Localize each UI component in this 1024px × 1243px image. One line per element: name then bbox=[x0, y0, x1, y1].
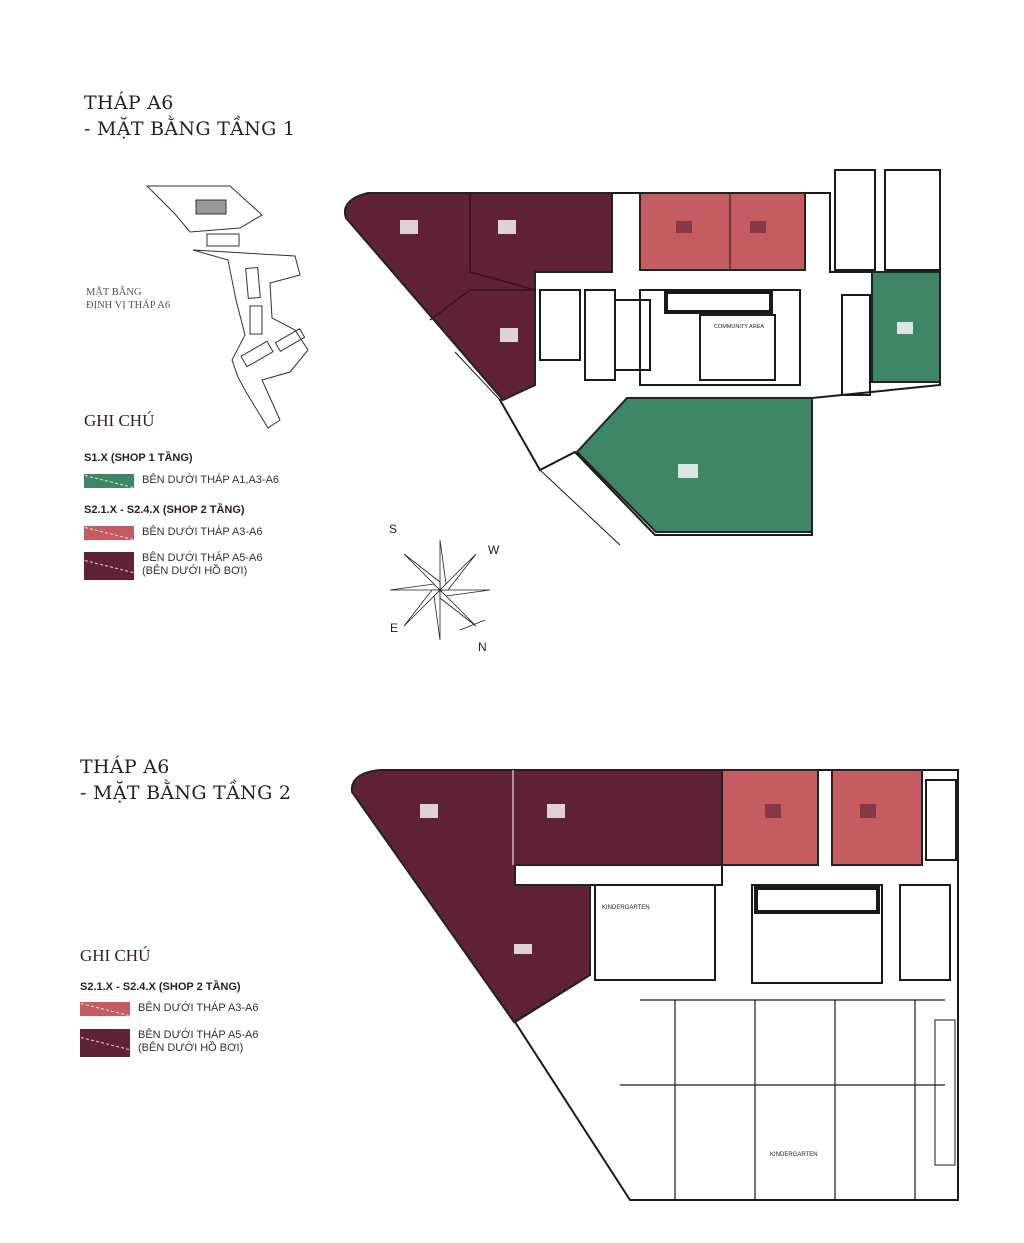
legend-item: BÊN DƯỚI THÁP A5-A6 (BÊN DƯỚI HỒ BƠI) bbox=[84, 552, 263, 580]
legend-swatch-maroon bbox=[80, 1029, 130, 1057]
compass-s: S bbox=[389, 522, 398, 536]
floor1-title-line1: THÁP A6 bbox=[84, 92, 174, 114]
locator-map bbox=[145, 185, 309, 429]
legend-group-title: S2.1.X - S2.4.X (SHOP 2 TẦNG) bbox=[84, 504, 245, 516]
floor1-title: THÁP A6 - MẶT BẰNG TẦNG 1 bbox=[84, 90, 295, 142]
shop-zone-pink-floor2 bbox=[721, 769, 923, 866]
legend-group-title: S1.X (SHOP 1 TẦNG) bbox=[84, 452, 193, 464]
floor1-title-line2: - MẶT BẰNG TẦNG 1 bbox=[84, 118, 296, 140]
floor2-title: THÁP A6 - MẶT BẰNG TẦNG 2 bbox=[80, 754, 291, 806]
floor2-plan: KINDERGARTEN KINDERGARTEN bbox=[350, 769, 959, 1201]
locator-label: MẶT BẰNG ĐỊNH VỊ THÁP A6 bbox=[86, 286, 170, 312]
shop-zone-maroon bbox=[344, 192, 613, 402]
locator-label-line1: MẶT BẰNG bbox=[86, 287, 142, 298]
legend-item: BÊN DƯỚI THÁP A3-A6 bbox=[80, 1002, 259, 1016]
legend-swatch-maroon bbox=[84, 552, 134, 580]
legend-label: BÊN DƯỚI THÁP A5-A6 (BÊN DƯỚI HỒ BƠI) bbox=[138, 1029, 259, 1055]
community-area-label: COMMUNITY AREA bbox=[714, 324, 764, 330]
floor1-plan: COMMUNITY AREA bbox=[344, 169, 941, 546]
locator-label-line2: ĐỊNH VỊ THÁP A6 bbox=[86, 300, 171, 311]
legend-item: BÊN DƯỚI THÁP A5-A6 (BÊN DƯỚI HỒ BƠI) bbox=[80, 1029, 259, 1057]
legend-label-line1: BÊN DƯỚI THÁP A5-A6 bbox=[138, 1029, 259, 1041]
legend-swatch-pink bbox=[84, 526, 134, 540]
floor1-legend-heading: GHI CHÚ bbox=[84, 411, 155, 430]
shop-zone-maroon-floor2 bbox=[350, 769, 723, 1024]
legend-swatch-green bbox=[84, 474, 134, 488]
kindergarten-label-2: KINDERGARTEN bbox=[770, 1152, 818, 1158]
legend-label: BÊN DƯỚI THÁP A3-A6 bbox=[138, 1002, 259, 1014]
legend-label: BÊN DƯỚI THÁP A5-A6 (BÊN DƯỚI HỒ BƠI) bbox=[142, 552, 263, 578]
compass-w: W bbox=[488, 543, 500, 557]
floor2-title-line2: - MẶT BẰNG TẦNG 2 bbox=[80, 782, 292, 804]
legend-item: BÊN DƯỚI THÁP A1,A3-A6 bbox=[84, 474, 279, 488]
legend-label: BÊN DƯỚI THÁP A3-A6 bbox=[142, 526, 263, 538]
compass-n: N bbox=[478, 640, 487, 654]
floor2-title-line1: THÁP A6 bbox=[80, 756, 170, 778]
legend-label-line1: BÊN DƯỚI THÁP A5-A6 bbox=[142, 552, 263, 564]
shop-zone-pink bbox=[639, 192, 806, 271]
legend-item: BÊN DƯỚI THÁP A3-A6 bbox=[84, 526, 263, 540]
legend-swatch-pink bbox=[80, 1002, 130, 1016]
legend-group-title: S2.1.X - S2.4.X (SHOP 2 TẦNG) bbox=[80, 981, 241, 993]
floor2-legend-heading: GHI CHÚ bbox=[80, 946, 151, 965]
legend-label-line2: (BÊN DƯỚI HỒ BƠI) bbox=[138, 1042, 244, 1054]
compass-rose bbox=[389, 539, 491, 641]
legend-label-line2: (BÊN DƯỚI HỒ BƠI) bbox=[142, 565, 248, 577]
legend-label: BÊN DƯỚI THÁP A1,A3-A6 bbox=[142, 474, 280, 486]
compass-e: E bbox=[390, 621, 399, 635]
kindergarten-label-1: KINDERGARTEN bbox=[602, 905, 650, 911]
